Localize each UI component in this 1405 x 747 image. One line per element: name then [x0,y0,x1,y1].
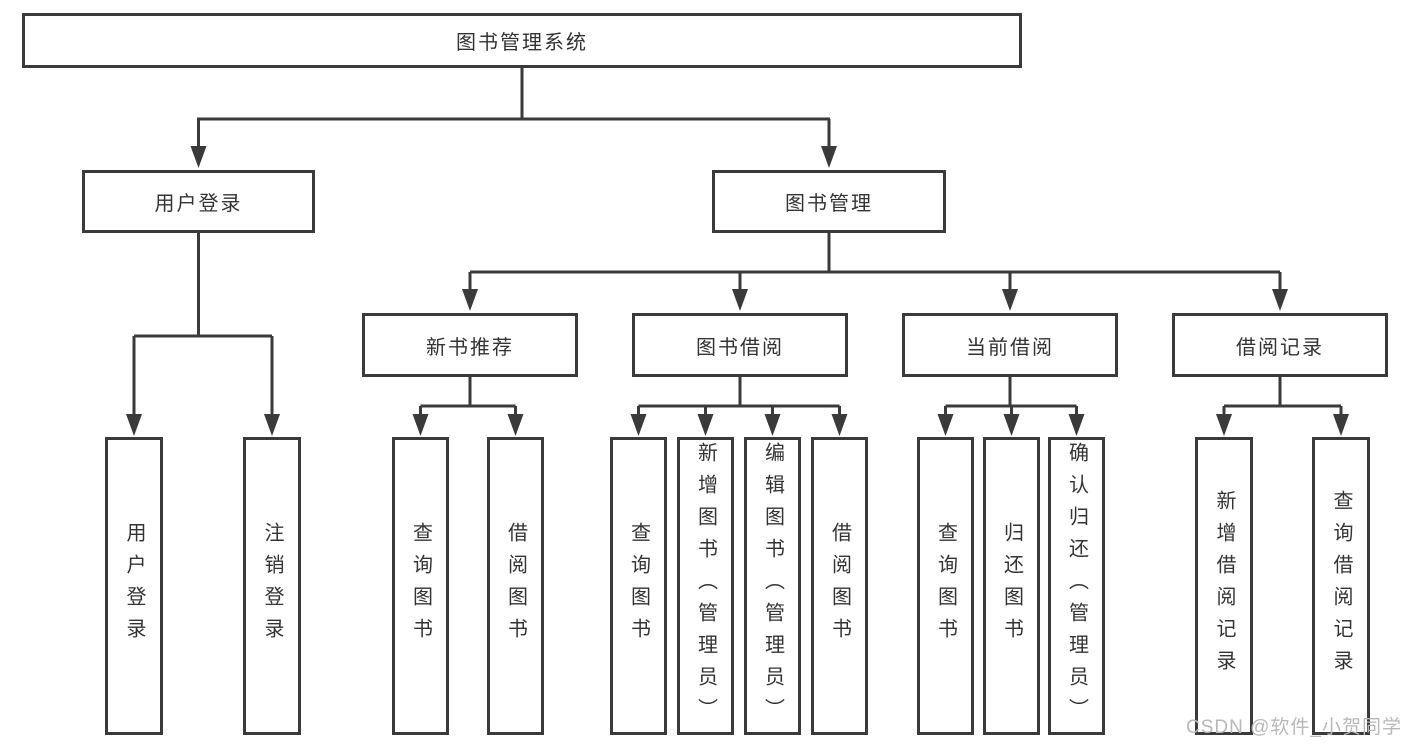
node-root-label: 图书管理系统 [456,32,588,54]
csdn-watermark: CSDN @软件_小贺同学 [1186,717,1402,738]
leaf-confirm-return-admin: 确认归还（管理员） [1048,437,1105,735]
leaf-query-books-3: 查询图书 [917,437,974,735]
leaf-add-book-admin: 新增图书（管理员） [677,437,734,735]
leaf-query-borrow-record: 查询借阅记录 [1312,437,1370,735]
node-borrowing-records-label: 借阅记录 [1236,336,1324,359]
node-user-login: 用户登录 [82,170,315,233]
node-new-book-recommendation-label: 新书推荐 [426,336,514,359]
node-book-borrowing: 图书借阅 [632,313,848,377]
leaf-confirm-return-admin-label: 确认归还（管理员） [1065,442,1088,730]
arrowheads [126,146,1349,436]
leaf-borrow-books-2-label: 借阅图书 [828,522,851,650]
leaf-add-borrow-record-label: 新增借阅记录 [1213,490,1235,682]
node-root: 图书管理系统 [22,13,1022,68]
leaf-edit-book-admin: 编辑图书（管理员） [744,437,801,735]
leaf-query-books-2-label: 查询图书 [627,522,650,650]
node-book-management-label: 图书管理 [785,193,873,215]
leaf-return-book-label: 归还图书 [1000,522,1023,650]
leaf-borrow-books-1-label: 借阅图书 [504,522,527,650]
leaf-edit-book-admin-label: 编辑图书（管理员） [761,442,784,730]
tree-edges [132,65,1343,416]
node-current-borrowing-label: 当前借阅 [966,336,1054,359]
node-new-book-recommendation: 新书推荐 [362,313,578,377]
leaf-query-books-2: 查询图书 [610,437,667,735]
node-book-management: 图书管理 [712,170,946,233]
leaf-logout: 注销登录 [243,437,301,735]
node-book-borrowing-label: 图书借阅 [696,336,784,359]
leaf-add-book-admin-label: 新增图书（管理员） [694,442,717,730]
leaf-query-borrow-record-label: 查询借阅记录 [1330,490,1352,682]
leaf-query-books-1-label: 查询图书 [409,522,432,650]
leaf-user-login: 用户登录 [105,437,163,735]
leaf-borrow-books-2: 借阅图书 [811,437,868,735]
node-user-login-label: 用户登录 [154,193,243,215]
leaf-query-books-1: 查询图书 [392,437,449,735]
node-borrowing-records: 借阅记录 [1172,313,1388,377]
leaf-return-book: 归还图书 [983,437,1040,735]
leaf-borrow-books-1: 借阅图书 [487,437,544,735]
node-current-borrowing: 当前借阅 [902,313,1118,377]
leaf-query-books-3-label: 查询图书 [934,522,957,650]
leaf-add-borrow-record: 新增借阅记录 [1195,437,1253,735]
leaf-user-login-label: 用户登录 [123,522,145,650]
leaf-logout-label: 注销登录 [261,522,283,650]
